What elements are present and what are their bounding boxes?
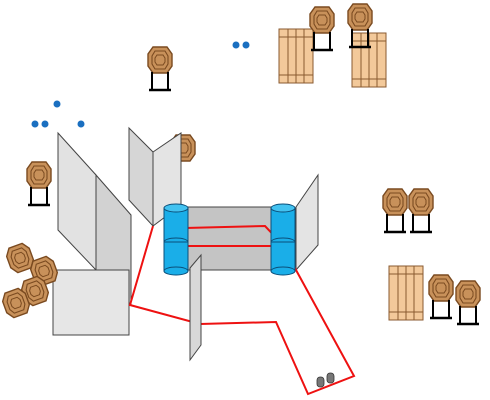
popper-6 — [77, 120, 85, 128]
popper-5 — [41, 120, 49, 128]
target-mid-top — [148, 47, 172, 90]
target-right-2 — [409, 189, 433, 232]
wall-left-outer — [57, 131, 97, 272]
popper-4 — [31, 120, 39, 128]
wall-front-thin — [189, 253, 202, 362]
pallet-top-left — [278, 28, 314, 84]
center-structure — [179, 206, 284, 271]
barrel-left — [163, 203, 189, 276]
popper-1 — [232, 41, 240, 49]
start-shoe-right — [326, 372, 335, 384]
target-top-1 — [310, 7, 334, 50]
barrel-right — [270, 203, 296, 276]
wall-flat — [52, 269, 130, 336]
popper-2 — [242, 41, 250, 49]
wall-center-right — [295, 173, 319, 272]
wall-v-left — [128, 126, 154, 228]
target-right-4 — [456, 281, 480, 324]
target-left — [27, 162, 51, 205]
target-right-3 — [429, 275, 453, 318]
pallet-right — [388, 265, 424, 321]
start-shoe-left — [316, 376, 325, 388]
target-right-1 — [383, 189, 407, 232]
popper-3 — [53, 100, 61, 108]
